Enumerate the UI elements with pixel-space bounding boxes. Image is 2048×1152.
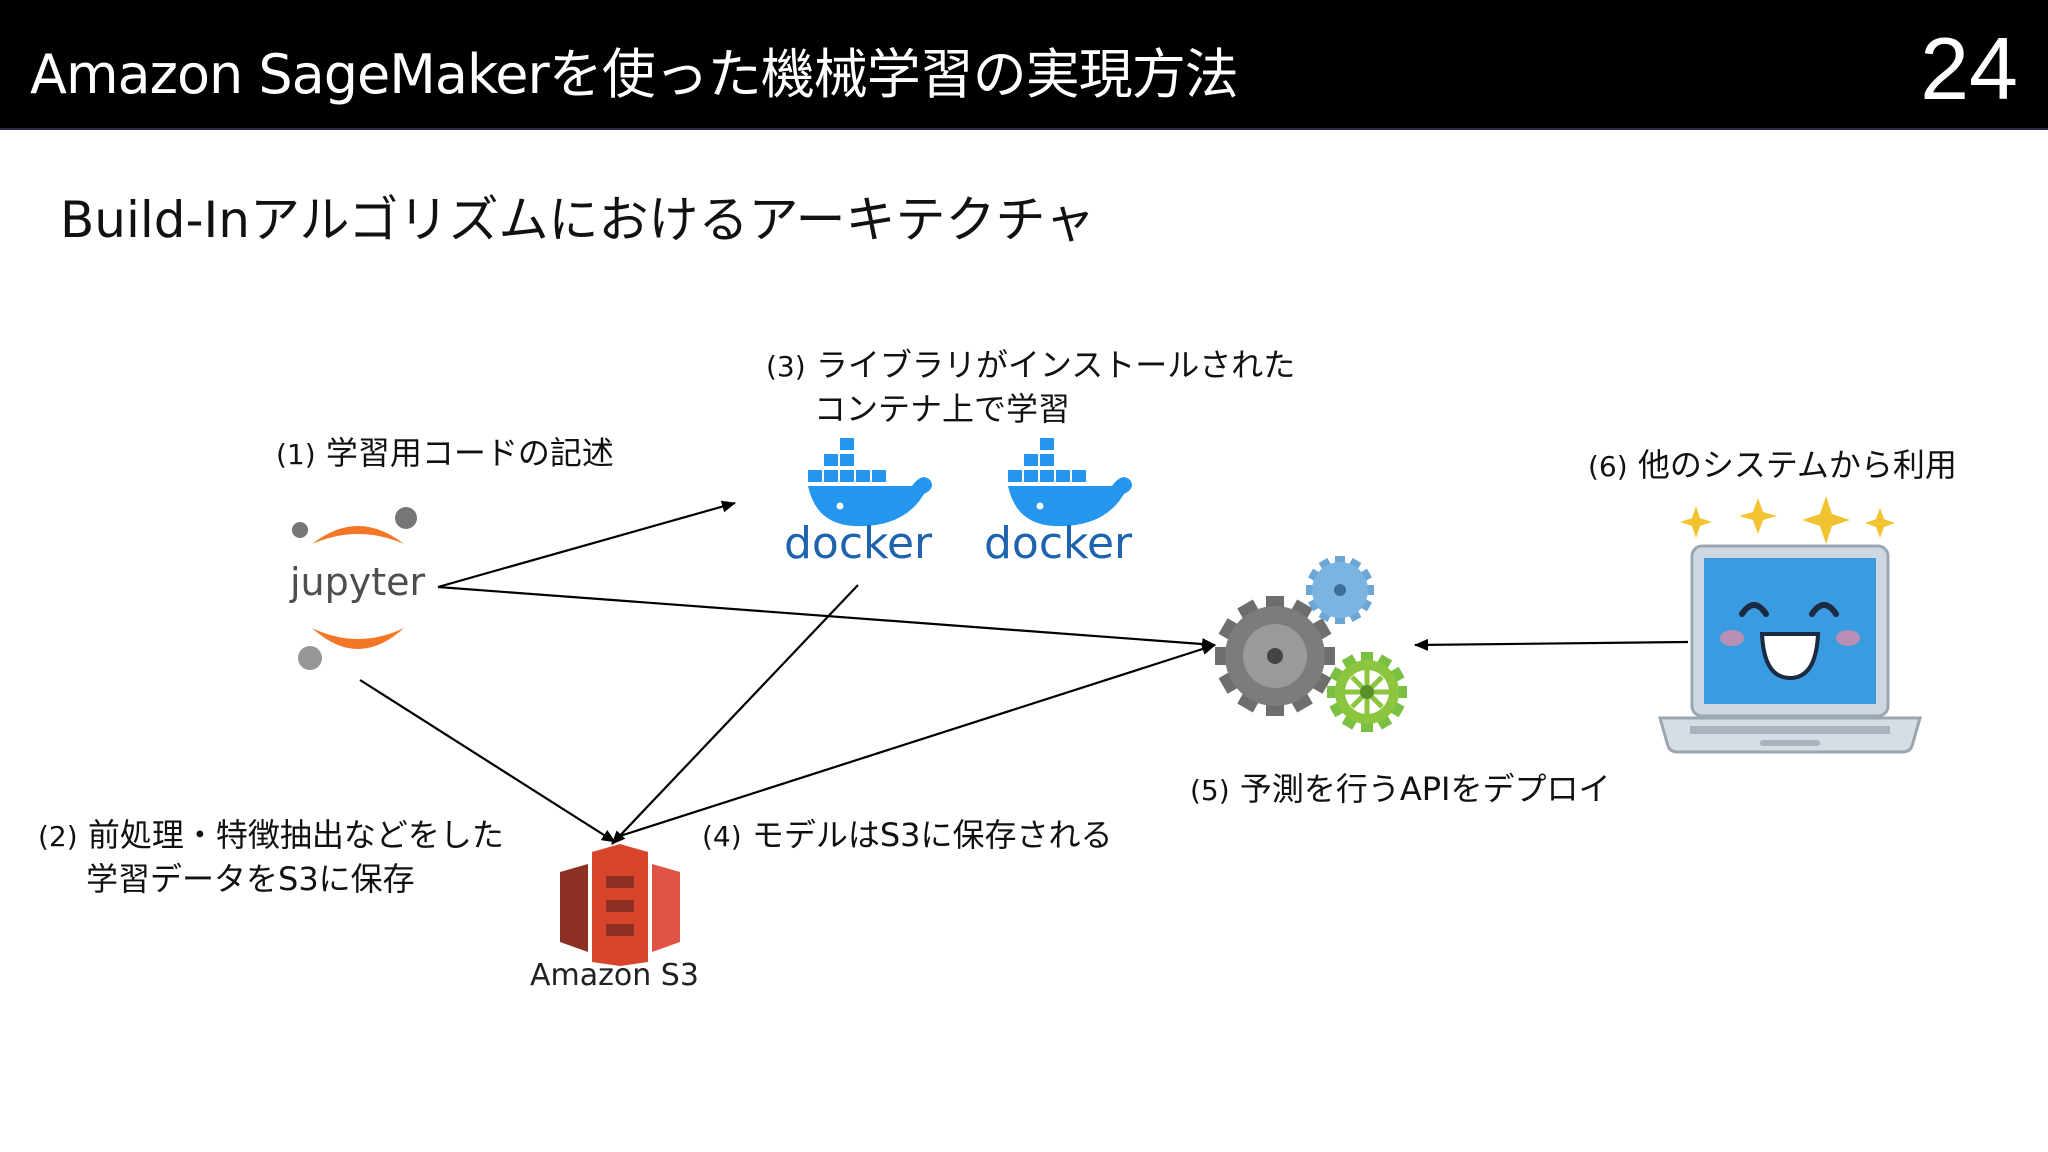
page-number: 24 xyxy=(1920,19,2018,118)
arrow-jupyter-to-docker xyxy=(437,500,736,589)
client-laptop xyxy=(1650,496,1930,758)
step-1-label: (1) 学習用コードの記述 xyxy=(276,434,614,472)
gears-icon xyxy=(1215,556,1407,732)
step-5-label: (5) 予測を行うAPIをデプロイ xyxy=(1190,770,1611,808)
arrow-docker-to-s3 xyxy=(611,584,859,845)
jupyter-logo: jupyter xyxy=(280,500,440,680)
jupyter-wordmark: jupyter xyxy=(290,560,426,604)
sparkle-icon xyxy=(1680,496,1895,544)
docker-whale-icon xyxy=(1008,438,1132,527)
s3-wordmark: Amazon S3 xyxy=(530,958,699,993)
step-2-label: (2) 前処理・特徴抽出などをした 学習データをS3に保存 xyxy=(38,816,504,898)
slide-header: Amazon SageMakerを使った機械学習の実現方法 24 xyxy=(0,0,2048,130)
slide-title: Amazon SageMakerを使った機械学習の実現方法 xyxy=(30,43,1239,106)
docker-logo-1: docker xyxy=(780,436,940,576)
slide-subtitle: Build-Inアルゴリズムにおけるアーキテクチャ xyxy=(60,191,1095,249)
api-endpoint-gears xyxy=(1215,552,1415,742)
amazon-s3-logo: Amazon S3 xyxy=(520,842,720,1002)
jupyter-icon xyxy=(292,507,417,670)
docker-whale-icon xyxy=(808,438,932,527)
docker-logo-2: docker xyxy=(980,436,1140,576)
arrow-laptop-to-endpoint xyxy=(1414,638,1689,651)
arrow-jupyter-to-endpoint xyxy=(437,585,1216,651)
arrow-jupyter-to-s3 xyxy=(359,679,616,843)
s3-bucket-icon xyxy=(560,844,680,966)
docker-wordmark-1: docker xyxy=(784,518,933,569)
smiling-laptop-icon xyxy=(1658,496,1922,754)
step-4-label: (4) モデルはS3に保存される xyxy=(702,816,1113,854)
docker-wordmark-2: docker xyxy=(984,518,1133,569)
arrow-s3-to-endpoint xyxy=(619,643,1216,838)
step-3-label: (3) ライブラリがインストールされた コンテナ上で学習 xyxy=(766,346,1296,428)
step-6-label: (6) 他のシステムから利用 xyxy=(1588,446,1957,484)
